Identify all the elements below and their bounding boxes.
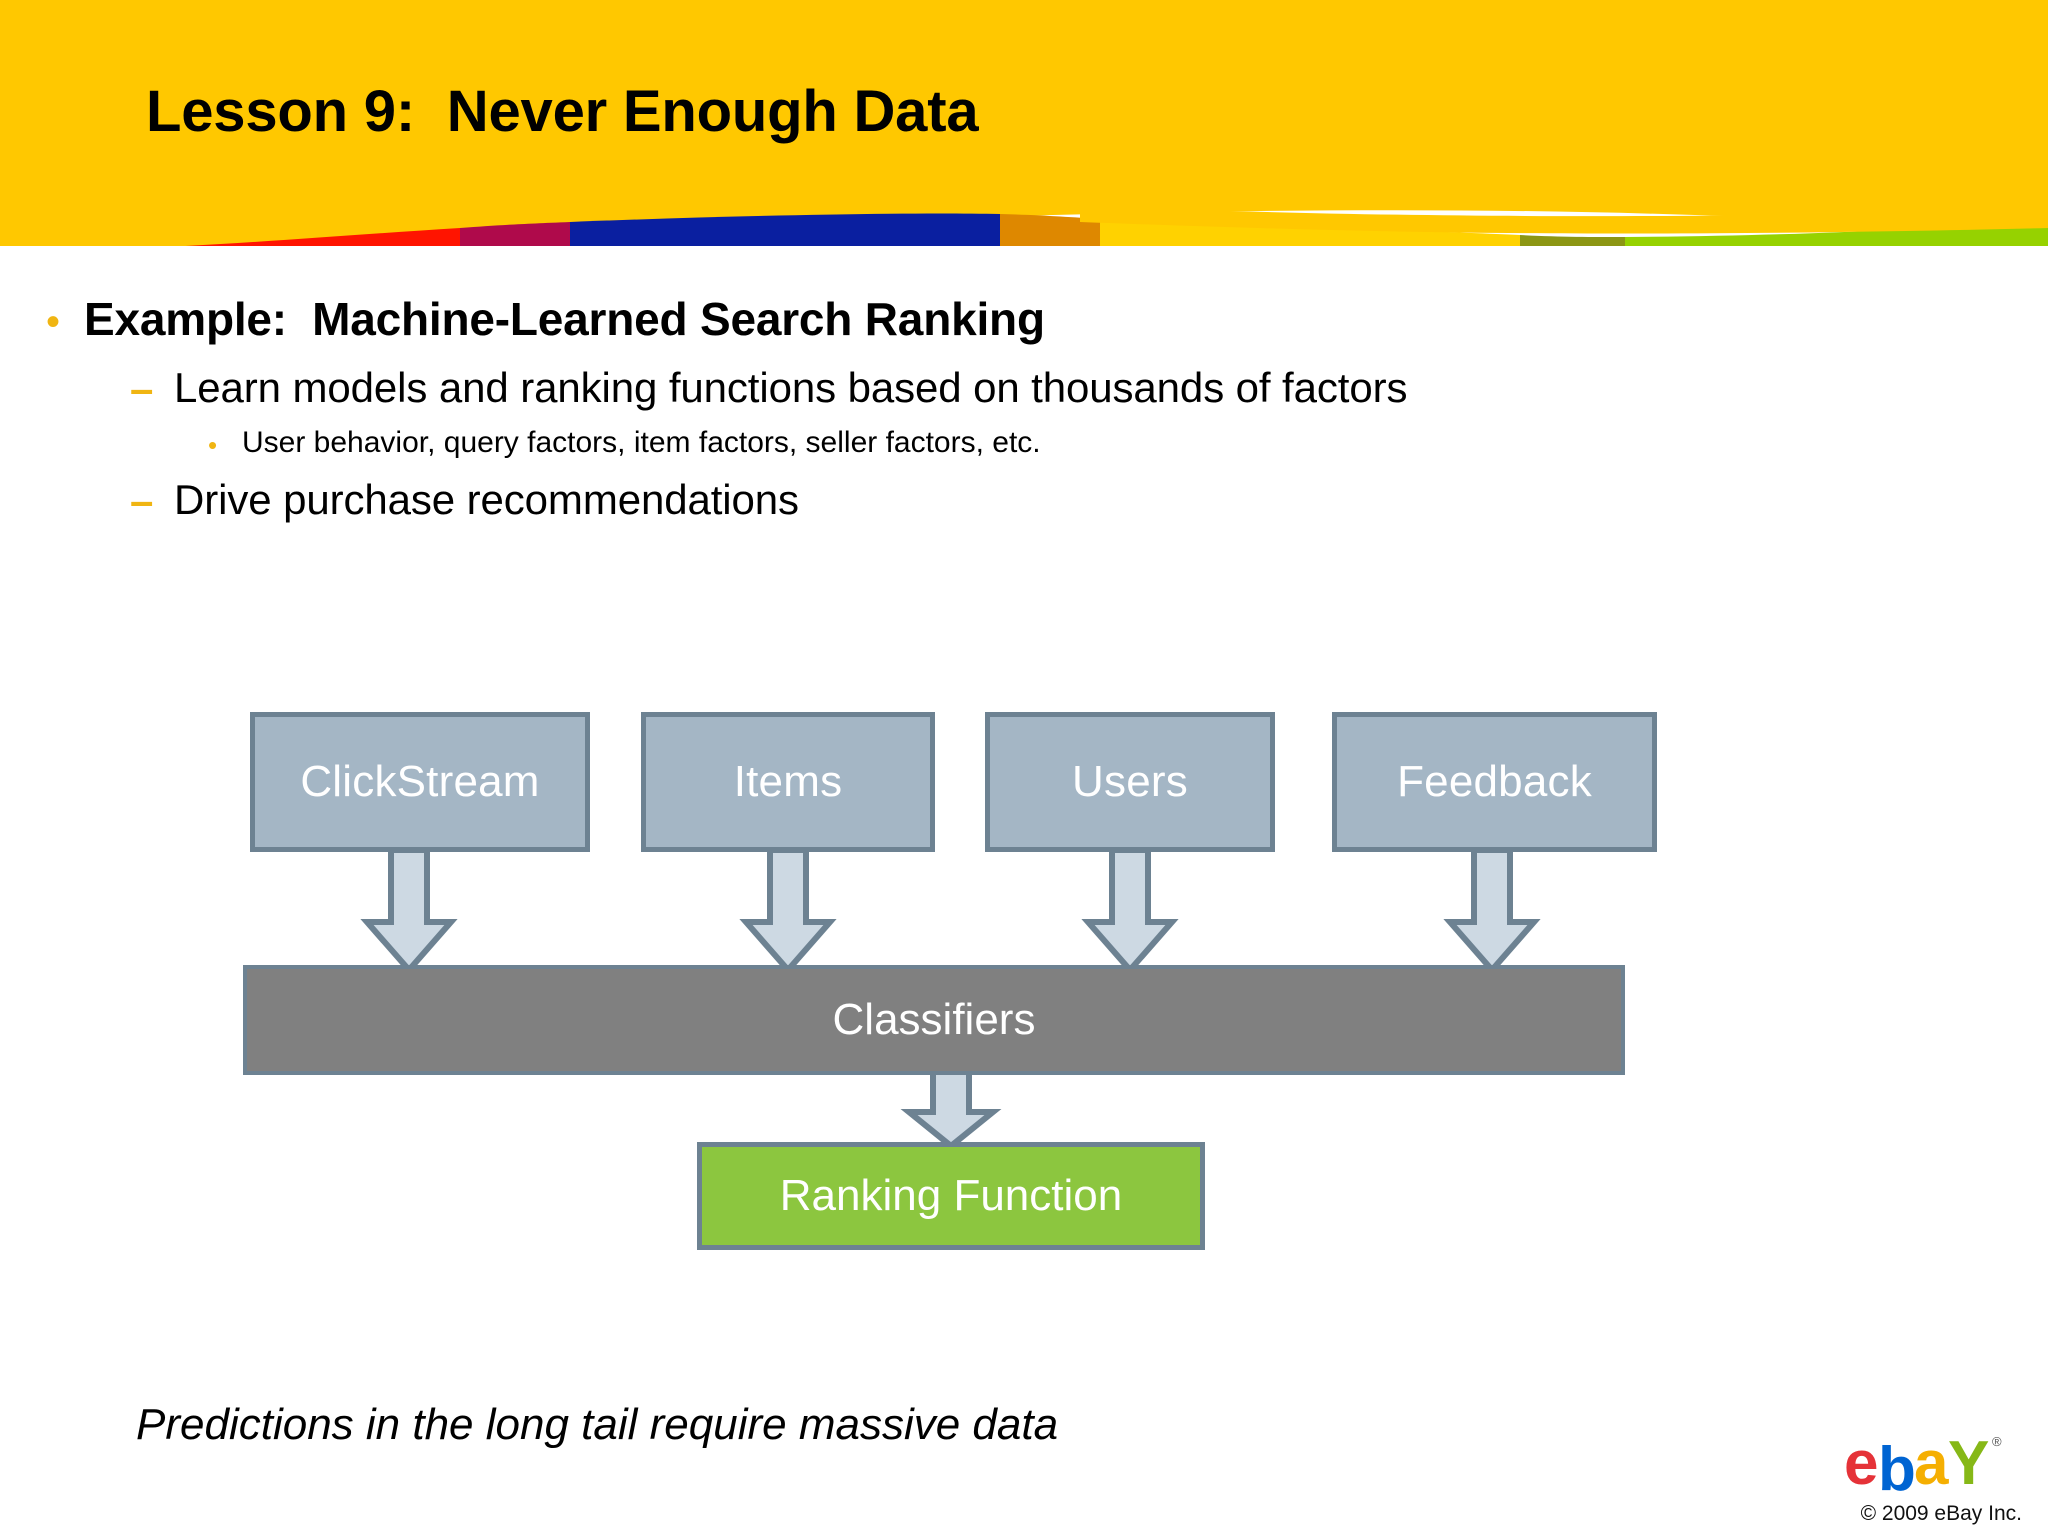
bullet-item-2: – Learn models and ranking functions bas… [0, 364, 1900, 412]
diagram-bar-classifiers-label: Classifiers [832, 995, 1036, 1044]
footer: e b a Y ® © 2009 eBay Inc. [1842, 1428, 2022, 1526]
arrow-clickstream-to-classifiers [360, 850, 458, 975]
bullet-list: • Example: Machine-Learned Search Rankin… [0, 292, 1900, 538]
ebay-logo-b: b [1878, 1435, 1916, 1498]
bullet-text-4: Drive purchase recommendations [174, 476, 799, 523]
stripe-olive [1520, 235, 1625, 246]
slide-caption: Predictions in the long tail require mas… [136, 1400, 1059, 1449]
bullet-marker-dot-icon: • [46, 300, 61, 344]
diagram-bar-classifiers: Classifiers [243, 965, 1625, 1075]
ebay-logo-trademark-icon: ® [1992, 1434, 2002, 1449]
bullet-item-4: – Drive purchase recommendations [0, 476, 1900, 524]
diagram-box-feedback-label: Feedback [1397, 757, 1592, 806]
diagram-box-feedback: Feedback [1332, 712, 1657, 852]
diagram-box-clickstream-label: ClickStream [300, 757, 540, 806]
ebay-logo: e b a Y ® [1844, 1429, 2002, 1498]
bullet-item-3: • User behavior, query factors, item fac… [0, 426, 1900, 460]
bullet-marker-dash-icon: – [130, 365, 154, 412]
header-banner: Lesson 9: Never Enough Data [0, 0, 2048, 246]
ebay-logo-a: a [1914, 1429, 1949, 1498]
stripe-red [0, 228, 460, 246]
stripe-magenta [460, 222, 570, 246]
diagram-box-clickstream: ClickStream [250, 712, 590, 852]
header-stripe-band [0, 206, 2048, 246]
arrow-feedback-to-classifiers [1443, 850, 1541, 975]
arrow-items-to-classifiers [739, 850, 837, 975]
arrow-users-to-classifiers [1081, 850, 1179, 975]
ebay-logo-y: Y [1948, 1429, 1989, 1498]
diagram-box-items: Items [641, 712, 935, 852]
header-banner-graphic [0, 0, 2048, 246]
bullet-item-1: • Example: Machine-Learned Search Rankin… [0, 292, 1900, 346]
diagram-box-ranking-function-label: Ranking Function [779, 1171, 1123, 1220]
diagram-box-users-label: Users [1072, 757, 1188, 806]
stripe-blue [570, 213, 1000, 246]
diagram-box-users: Users [985, 712, 1275, 852]
copyright-text: © 2009 eBay Inc. [1860, 1502, 2022, 1525]
bullet-text-3: User behavior, query factors, item facto… [242, 426, 1041, 459]
arrow-classifiers-to-ranking [900, 1072, 1002, 1150]
diagram-box-items-label: Items [733, 757, 843, 806]
header-gold-field [0, 0, 2048, 246]
bullet-marker-subdot-icon: • [208, 430, 218, 460]
stripe-yellow-overlay [1080, 206, 2048, 234]
bullet-text-2: Learn models and ranking functions based… [174, 364, 1408, 411]
slide-title: Lesson 9: Never Enough Data [146, 79, 979, 144]
ebay-logo-e: e [1844, 1429, 1878, 1498]
bullet-marker-dash-icon: – [130, 477, 154, 524]
stripe-green [1625, 220, 2048, 246]
stripe-orange [1000, 214, 1100, 246]
diagram-box-ranking-function: Ranking Function [697, 1142, 1205, 1250]
bullet-text-1: Example: Machine-Learned Search Ranking [84, 293, 1045, 345]
